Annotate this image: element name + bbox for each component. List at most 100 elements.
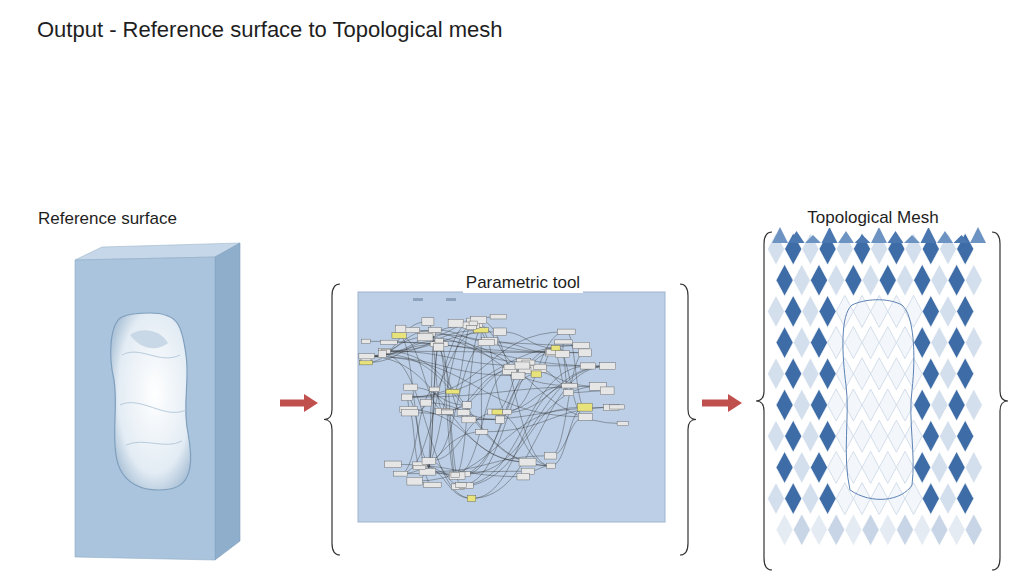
component (446, 389, 460, 394)
component (457, 410, 470, 416)
mesh-cell (948, 327, 965, 359)
component (404, 384, 418, 391)
mesh-cell (931, 264, 948, 296)
diagram-node: Parametric tool (318, 270, 702, 560)
mesh-cell (948, 451, 965, 483)
mesh-cell (965, 451, 982, 483)
opening-shading (120, 352, 186, 445)
right-brace (680, 284, 696, 555)
mesh-cell (810, 264, 827, 296)
mesh-cell (862, 514, 879, 546)
mesh-cell (896, 327, 913, 359)
opening-dark (130, 330, 168, 348)
mesh-spike (921, 227, 937, 243)
wire (401, 321, 475, 474)
node-illustration (318, 270, 702, 560)
mesh-cell (810, 327, 827, 359)
mesh-cell (785, 420, 802, 452)
component (490, 314, 507, 319)
wire (443, 366, 523, 412)
mesh-cell (836, 420, 853, 452)
mesh-cell (879, 514, 896, 546)
component (610, 405, 625, 409)
mesh-spike (855, 235, 871, 243)
mesh-cell (862, 264, 879, 296)
component (420, 400, 431, 407)
diagram-node: Reference surface (30, 205, 280, 565)
mesh-cell (939, 358, 956, 390)
wire (389, 342, 608, 366)
component (533, 364, 546, 370)
mesh-cell (767, 420, 784, 452)
wire (427, 334, 554, 352)
mesh-cell (922, 295, 939, 327)
component (478, 340, 494, 346)
mesh-spike (805, 235, 821, 243)
mesh-cell (871, 420, 888, 452)
mesh-cell (828, 451, 845, 483)
mesh-cell (802, 483, 819, 515)
component (493, 328, 506, 335)
mesh-cell (922, 483, 939, 515)
mesh-spike (954, 235, 970, 243)
wire (407, 332, 566, 398)
component (519, 458, 536, 466)
component (512, 372, 525, 379)
component (407, 477, 422, 485)
mesh-cell (828, 514, 845, 546)
wire (409, 410, 420, 465)
flow-arrow (280, 400, 304, 407)
wire (382, 354, 551, 466)
mesh-cell (785, 295, 802, 327)
mesh-cell (776, 264, 793, 296)
mesh-spike (772, 227, 788, 243)
mesh-cell (957, 483, 974, 515)
component (435, 338, 443, 343)
mesh-cell (914, 327, 931, 359)
mesh-cell (931, 389, 948, 421)
mesh-cell (896, 264, 913, 296)
mesh-cell (931, 451, 948, 483)
component (551, 345, 560, 350)
mesh-cell (862, 389, 879, 421)
mesh-cell (776, 451, 793, 483)
component (394, 471, 408, 476)
component (413, 466, 425, 470)
mesh-cell (793, 514, 810, 546)
mesh-cell (957, 358, 974, 390)
mesh-cell (802, 295, 819, 327)
node-heading: Topological Mesh (804, 208, 941, 228)
component (455, 483, 466, 488)
mesh-spike (888, 231, 904, 243)
component (573, 342, 590, 348)
wire (465, 366, 607, 474)
component (433, 344, 443, 351)
component (600, 363, 616, 370)
mesh-spike (822, 227, 838, 243)
wire (429, 412, 497, 461)
mesh-spike (838, 231, 854, 243)
mesh-cell (828, 264, 845, 296)
mesh-cell (810, 451, 827, 483)
mesh-cell (914, 514, 931, 546)
component (422, 318, 434, 326)
component (441, 409, 453, 414)
component (502, 410, 511, 415)
wire (384, 351, 550, 466)
mesh-cell (853, 420, 870, 452)
wire (425, 337, 524, 362)
component (451, 472, 460, 477)
component (422, 458, 436, 464)
mesh-cell (776, 389, 793, 421)
mesh-cell (879, 264, 896, 296)
mesh-cell (914, 264, 931, 296)
mesh-spike (904, 235, 920, 243)
component (469, 321, 477, 326)
component (360, 360, 373, 364)
wire (472, 386, 570, 499)
wire (439, 347, 456, 475)
wire (429, 343, 486, 461)
component (544, 453, 556, 460)
mesh-cell (957, 295, 974, 327)
mesh-cell (819, 358, 836, 390)
